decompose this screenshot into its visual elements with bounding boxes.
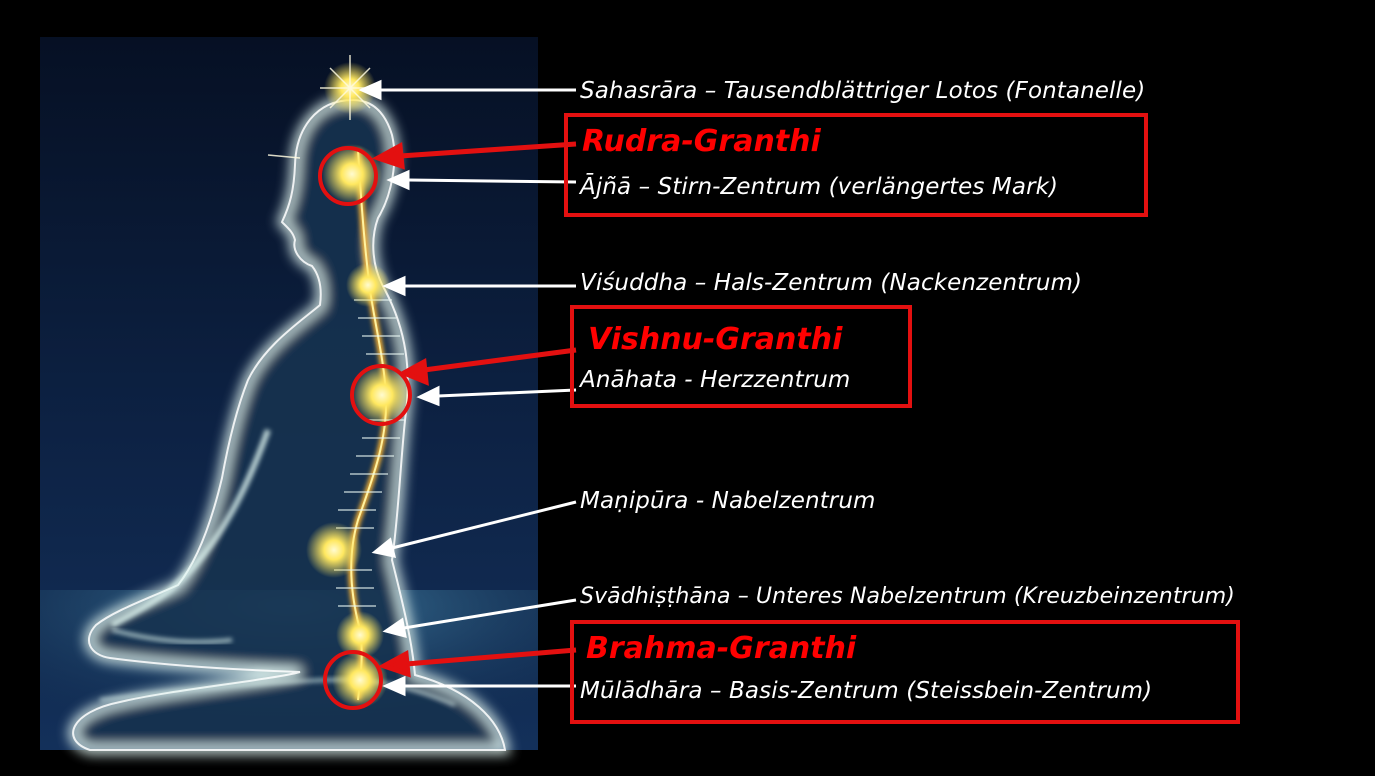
svadhisthana-label: Svādhiṣṭhāna – Unteres Nabelzentrum (Kre… bbox=[580, 586, 1235, 608]
vishnu-granthi-label: Vishnu-Granthi bbox=[588, 325, 842, 355]
rudra-granthi-label: Rudra-Granthi bbox=[582, 127, 821, 157]
ajna-label: Ājñā – Stirn-Zentrum (verlängertes Mark) bbox=[580, 176, 1058, 199]
brahma-granthi-label: Brahma-Granthi bbox=[586, 634, 856, 664]
anahata-label: Anāhata - Herzzentrum bbox=[580, 369, 850, 392]
manipura-label: Maṇipūra - Nabelzentrum bbox=[580, 490, 876, 513]
vishuddha-label: Viśuddha – Hals-Zentrum (Nackenzentrum) bbox=[580, 272, 1082, 295]
muladhara-label: Mūlādhāra – Basis-Zentrum (Steissbein-Ze… bbox=[580, 680, 1152, 703]
sahasrara-label: Sahasrāra – Tausendblättriger Lotos (Fon… bbox=[580, 80, 1145, 103]
